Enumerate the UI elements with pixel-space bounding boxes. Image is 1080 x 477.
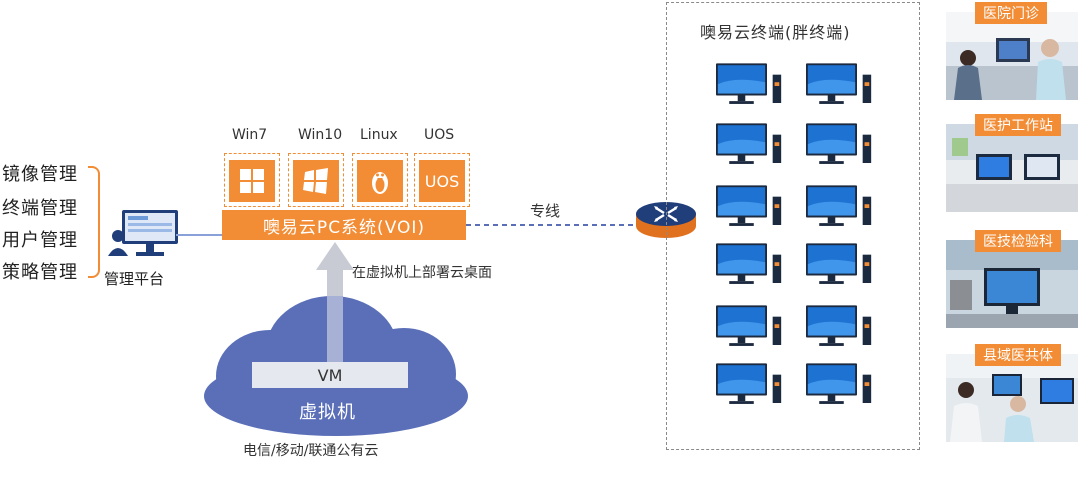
terminal-pc-icon	[806, 185, 872, 226]
os-box-uos: UOS	[414, 153, 470, 207]
linux-penguin-icon	[372, 172, 388, 194]
terminal-pc-icon	[806, 63, 872, 104]
cloud-provider-label: 电信/移动/联通公有云	[243, 443, 379, 459]
os-label-linux: Linux	[360, 127, 398, 143]
cloud-arrow-overlay	[327, 296, 343, 362]
terminal-pc-icon	[716, 123, 782, 164]
terminal-pc-icon	[806, 363, 872, 404]
photo-tag-outpatient: 医院门诊	[975, 2, 1047, 24]
terminal-pc-icon	[716, 363, 782, 404]
photo-county	[946, 354, 1078, 442]
management-brace	[88, 166, 100, 278]
deploy-text: 在虚拟机上部署云桌面	[352, 265, 492, 281]
os-box-linux	[352, 153, 408, 207]
photo-tag-county: 县域医共体	[975, 344, 1061, 366]
windows-icon	[240, 169, 264, 193]
platform-label: 管理平台	[104, 270, 165, 288]
terminal-pc-icon	[806, 123, 872, 164]
management-item-terminal: 终端管理	[2, 198, 78, 219]
os-box-win10	[288, 153, 344, 207]
terminal-pc-icon	[716, 185, 782, 226]
photo-tag-lab: 医技检验科	[975, 230, 1061, 252]
dedicated-line-label: 专线	[530, 202, 561, 220]
photo-outpatient	[946, 12, 1078, 100]
terminal-pc-icon	[806, 305, 872, 346]
terminal-pc-icon	[806, 243, 872, 284]
photo-nurse-station	[946, 124, 1078, 212]
terminal-pc-icon	[716, 305, 782, 346]
admin-computer-icon	[108, 210, 178, 256]
dedicated-line	[466, 224, 640, 226]
os-box-win7	[224, 153, 280, 207]
management-item-image: 镜像管理	[2, 164, 78, 185]
os-label-uos: UOS	[424, 127, 455, 143]
photo-lab	[946, 240, 1078, 328]
os-label-win10: Win10	[298, 127, 343, 143]
uos-icon: UOS	[419, 160, 465, 202]
platform-connector	[176, 234, 222, 236]
management-item-user: 用户管理	[2, 230, 78, 251]
terminal-title: 噢易云终端(胖终端)	[700, 23, 851, 42]
windows-flag-icon	[303, 168, 328, 194]
terminal-pc-icon	[716, 243, 782, 284]
photo-tag-nurse-station: 医护工作站	[975, 114, 1061, 136]
terminal-area	[666, 2, 920, 450]
vm-box: VM	[252, 362, 408, 388]
vm-subtitle: 虚拟机	[299, 402, 356, 423]
voi-system-bar: 噢易云PC系统(VOI)	[222, 210, 466, 240]
management-item-policy: 策略管理	[2, 262, 78, 283]
terminal-pc-icon	[716, 63, 782, 104]
os-label-win7: Win7	[232, 127, 268, 143]
